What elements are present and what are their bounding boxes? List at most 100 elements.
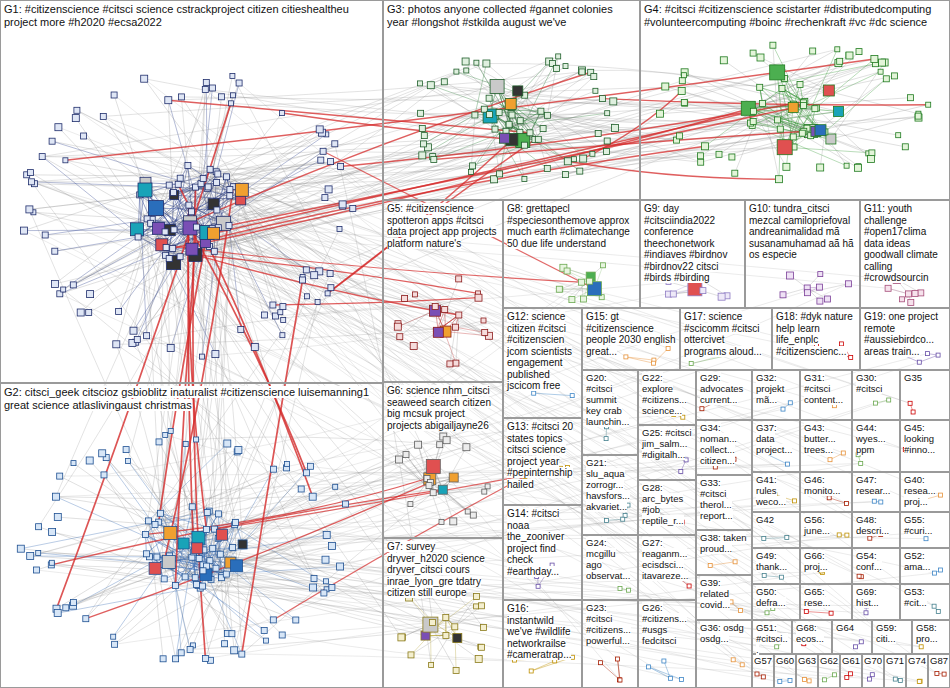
group-label: G53: #cit... bbox=[904, 586, 927, 608]
vertex-icon bbox=[304, 470, 310, 476]
vertex-icon bbox=[716, 151, 722, 157]
label-wrap: G44: wyes... ppm bbox=[853, 421, 899, 458]
vertex-icon bbox=[486, 95, 492, 101]
vertex-icon bbox=[612, 125, 619, 132]
group-label: G36: osdg osdg... bbox=[700, 622, 744, 644]
vertex-icon bbox=[587, 278, 593, 284]
vertex-icon bbox=[604, 148, 610, 154]
group-box: G49: thank... bbox=[752, 548, 800, 584]
cross-edge bbox=[265, 315, 734, 660]
vertex-icon bbox=[456, 312, 462, 318]
cross-edge bbox=[174, 263, 851, 674]
network-edge bbox=[626, 357, 654, 360]
group-label: G35 bbox=[904, 372, 922, 383]
vertex-icon bbox=[729, 154, 735, 160]
vertex-icon bbox=[320, 148, 326, 154]
vertex-icon bbox=[186, 243, 198, 255]
vertex-icon bbox=[908, 95, 914, 101]
vertex-icon bbox=[217, 551, 223, 557]
network-edge bbox=[600, 663, 620, 680]
group-label: G7: survey dryver_h2020 science dryver_c… bbox=[387, 541, 485, 598]
group-label: G28: arc_bytes #job reptile_r... bbox=[642, 482, 684, 526]
vertex-icon bbox=[463, 444, 470, 451]
vertex-icon bbox=[164, 527, 177, 540]
vertex-icon bbox=[801, 103, 807, 109]
vertex-icon bbox=[570, 394, 574, 398]
vertex-icon bbox=[478, 644, 484, 650]
vertex-icon bbox=[285, 461, 290, 466]
label-wrap: G11: youth challenge #open17clima data i… bbox=[861, 201, 949, 286]
cross-edge bbox=[144, 79, 701, 163]
group-label: G39: related covid... bbox=[700, 577, 730, 610]
vertex-icon bbox=[166, 256, 172, 262]
vertex-icon bbox=[454, 69, 459, 74]
vertex-icon bbox=[74, 107, 80, 113]
vertex-icon bbox=[298, 486, 304, 492]
vertex-icon bbox=[192, 531, 205, 544]
vertex-icon bbox=[885, 285, 891, 291]
group-label: G13: #citsci 20 states topics citsci sci… bbox=[507, 421, 573, 490]
vertex-icon bbox=[61, 287, 66, 292]
group-box: G55: #curi... bbox=[900, 512, 950, 548]
label-wrap: G50: defra... bbox=[753, 585, 799, 611]
vertex-icon bbox=[279, 632, 285, 638]
edge-layer bbox=[21, 45, 944, 681]
group-box: G50: defra... bbox=[752, 584, 800, 620]
group-box: G47: resear... bbox=[852, 472, 900, 512]
group-label: G24: mcgillu ago observat... bbox=[586, 537, 630, 581]
vertex-icon bbox=[918, 679, 922, 683]
vertex-icon bbox=[204, 509, 210, 515]
vertex-icon bbox=[200, 354, 205, 359]
network-edge bbox=[618, 659, 620, 680]
label-wrap: G9: day #citsciindia2022 conference thee… bbox=[641, 201, 744, 286]
group-box: G54: conf... bbox=[852, 548, 900, 584]
vertex-icon bbox=[343, 501, 349, 507]
vertex-icon bbox=[170, 245, 176, 251]
group-box: G20: #citsci summit key crab launchin... bbox=[582, 370, 638, 455]
network-edge bbox=[220, 554, 324, 593]
vertex-icon bbox=[207, 166, 213, 172]
group-label: G22: explore #citizens... science... bbox=[642, 372, 687, 416]
vertex-icon bbox=[891, 73, 897, 79]
vertex-icon bbox=[316, 126, 323, 133]
vertex-icon bbox=[925, 352, 929, 356]
vertex-icon bbox=[544, 165, 550, 171]
vertex-icon bbox=[662, 83, 669, 90]
vertex-icon bbox=[111, 634, 116, 639]
cross-edge bbox=[486, 63, 759, 87]
vertex-icon bbox=[538, 108, 544, 114]
vertex-icon bbox=[802, 678, 806, 682]
vertex-icon bbox=[100, 113, 106, 119]
label-wrap: G34: noman... collect... citizen... bbox=[697, 421, 751, 469]
vertex-icon bbox=[441, 79, 447, 85]
vertex-icon bbox=[506, 121, 512, 127]
cross-edge bbox=[138, 237, 651, 521]
vertex-icon bbox=[280, 111, 285, 116]
vertex-icon bbox=[942, 672, 946, 676]
bridge-edge bbox=[173, 146, 705, 248]
label-wrap: G3: photos anyone collected #gannet colo… bbox=[384, 1, 639, 30]
cross-edge bbox=[178, 184, 734, 459]
vertex-icon bbox=[702, 143, 709, 150]
bridge-edge bbox=[568, 161, 779, 179]
vertex-icon bbox=[192, 575, 198, 581]
label-wrap: G18: #dyk nature help learn life_enplc #… bbox=[773, 309, 859, 359]
vertex-icon bbox=[867, 155, 874, 162]
cross-edge bbox=[323, 147, 794, 153]
network-edge bbox=[65, 160, 208, 187]
group-box: G24: mcgillu ago observat... bbox=[582, 535, 638, 600]
cross-edge bbox=[201, 184, 881, 535]
cross-edge bbox=[103, 116, 891, 640]
vertex-icon bbox=[218, 94, 224, 100]
group-label: G38: taken proud... bbox=[700, 532, 746, 554]
vertex-icon bbox=[490, 80, 504, 94]
cross-edge bbox=[484, 109, 700, 162]
vertex-icon bbox=[472, 112, 478, 118]
vertex-icon bbox=[223, 571, 229, 577]
label-wrap: G25: #citsci jim_salm... #digitalh... bbox=[639, 426, 695, 463]
vertex-icon bbox=[83, 616, 89, 622]
vertex-icon bbox=[177, 254, 183, 260]
group-label: G30: #citsci bbox=[856, 372, 882, 394]
vertex-icon bbox=[762, 574, 766, 578]
